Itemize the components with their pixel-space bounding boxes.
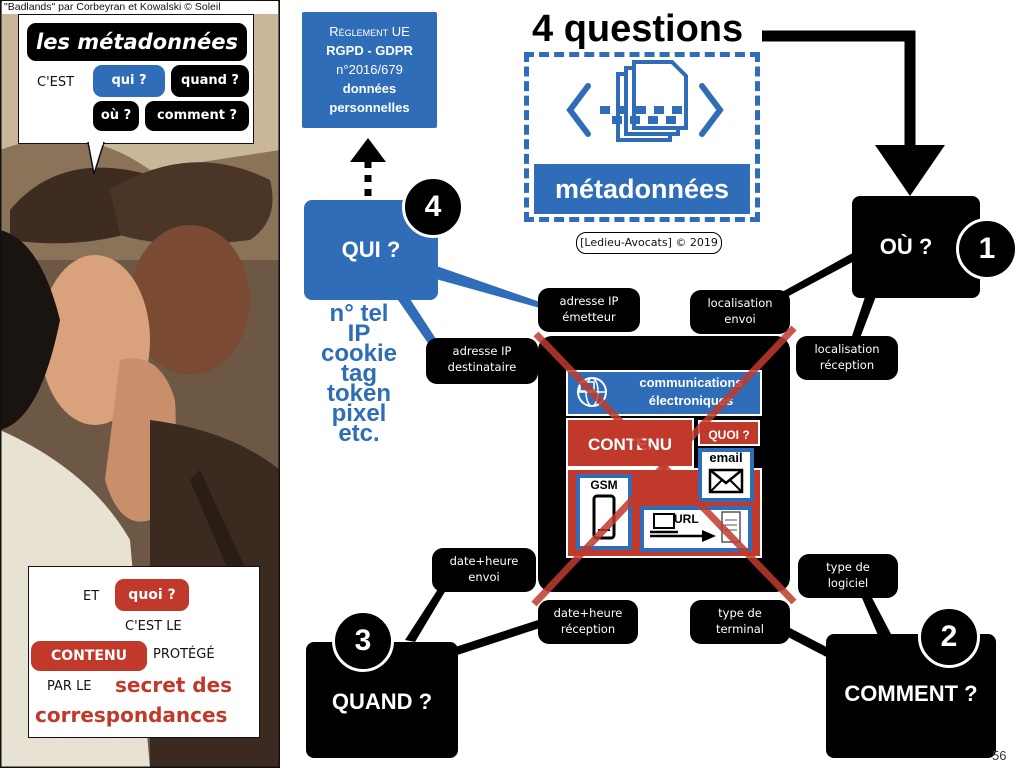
reglement-line2: RGPD - GDPR [326, 43, 413, 58]
node-qui-number: 4 [402, 176, 464, 238]
label-localisation-envoi: localisation envoi [690, 290, 790, 334]
copyright-text: [Ledieu-Avocats] © 2019 [576, 232, 722, 254]
speech-bubble-contenu: ET quoi ? C'EST LE CONTENU PROTÉGÉ PAR L… [28, 566, 260, 738]
speech-bubble-metadata: les métadonnées C'EST qui ? quand ? où ?… [18, 14, 254, 144]
comic-credit: "Badlands" par Corbeyran et Kowalski © S… [2, 1, 278, 14]
identifier-item: etc. [338, 420, 380, 447]
label-line: localisation [707, 296, 773, 310]
reglement-line5: personnelles [329, 100, 410, 115]
label-line: date+heure [449, 554, 519, 568]
node-comment-label: COMMENT ? [844, 681, 978, 706]
node-quand-label: QUAND ? [331, 689, 433, 714]
label-date-heure-envoi: date+heure envoi [432, 548, 536, 592]
label-line: localisation [814, 342, 880, 356]
arrow-right-icon [650, 530, 716, 542]
url-label: URL [674, 512, 699, 526]
label-line: logiciel [827, 576, 869, 590]
label-line: réception [560, 622, 616, 636]
protege-text: PROTÉGÉ [153, 647, 215, 662]
reglement-line4: données [342, 81, 397, 96]
page-title: 4 questions [532, 8, 744, 50]
label-adresse-ip-destinataire: adresse IP destinataire [426, 338, 538, 384]
contenu-pill: CONTENU [31, 641, 147, 671]
metadata-file-icon [566, 60, 724, 142]
label-line: envoi [468, 570, 500, 584]
label-localisation-reception: localisation réception [796, 336, 898, 380]
node-ou-number: 1 [956, 218, 1018, 280]
node-quand-number: 3 [332, 610, 394, 672]
label-line: date+heure [553, 606, 623, 620]
node-comment-number: 2 [918, 606, 980, 668]
correspondances-text: correspondances [35, 703, 228, 727]
label-line: émetteur [562, 310, 616, 324]
question-ou-pill: où ? [93, 101, 139, 131]
question-quand-pill: quand ? [171, 65, 249, 97]
comm-line2: électroniques [648, 393, 734, 408]
comm-line1: communications [639, 375, 743, 390]
reglement-rgpd-box: Règlement UE RGPD - GDPR n°2016/679 donn… [302, 12, 437, 128]
label-line: réception [819, 358, 875, 372]
secret-des-text: secret des [115, 673, 233, 697]
cest-text: C'EST [37, 75, 75, 90]
label-type-logiciel: type de logiciel [798, 554, 898, 598]
label-line: terminal [715, 622, 765, 636]
label-line: type de [826, 560, 870, 574]
cross-out-icon [531, 325, 797, 607]
metadata-label: métadonnées [534, 164, 750, 214]
identifier-item: token [326, 380, 391, 407]
par-le-text: PAR LE [47, 679, 92, 694]
question-qui-pill: qui ? [93, 65, 165, 97]
gsm-label: GSM [590, 478, 618, 492]
identifier-item: IP [347, 320, 371, 347]
metadata-icon-frame [524, 52, 760, 222]
label-line: destinataire [447, 360, 517, 374]
identifier-list: n° tel IP cookie tag token pixel etc. [304, 300, 414, 447]
cest-le-text: C'EST LE [125, 619, 182, 634]
node-ou-label: OÙ ? [879, 234, 933, 259]
label-line: adresse IP [452, 344, 512, 358]
metadata-title-pill: les métadonnées [27, 23, 247, 61]
reglement-line1: Règlement UE [329, 24, 410, 39]
identifier-item: pixel [331, 400, 387, 427]
identifier-item: n° tel [329, 300, 389, 327]
identifier-item: cookie [320, 340, 398, 367]
et-text: ET [83, 589, 100, 604]
label-line: type de [718, 606, 762, 620]
laptop-icon [650, 513, 678, 534]
email-label: email [709, 450, 743, 465]
question-comment-pill: comment ? [145, 101, 249, 131]
label-date-heure-reception: date+heure réception [538, 600, 638, 644]
label-adresse-ip-emetteur: adresse IP émetteur [538, 288, 640, 332]
label-line: adresse IP [559, 294, 619, 308]
envelope-icon [708, 468, 744, 494]
reglement-line3: n°2016/679 [336, 62, 403, 77]
node-comment: COMMENT ? [826, 634, 996, 758]
label-type-terminal: type de terminal [690, 600, 790, 644]
page-number: 56 [992, 748, 1007, 763]
comic-panel: "Badlands" par Corbeyran et Kowalski © S… [0, 0, 280, 768]
quoi-pill: quoi ? [115, 579, 189, 611]
speech-bubble-tail [87, 142, 105, 175]
label-line: envoi [724, 312, 756, 326]
identifier-item: tag [341, 360, 377, 387]
node-qui-label: QUI ? [341, 237, 401, 262]
